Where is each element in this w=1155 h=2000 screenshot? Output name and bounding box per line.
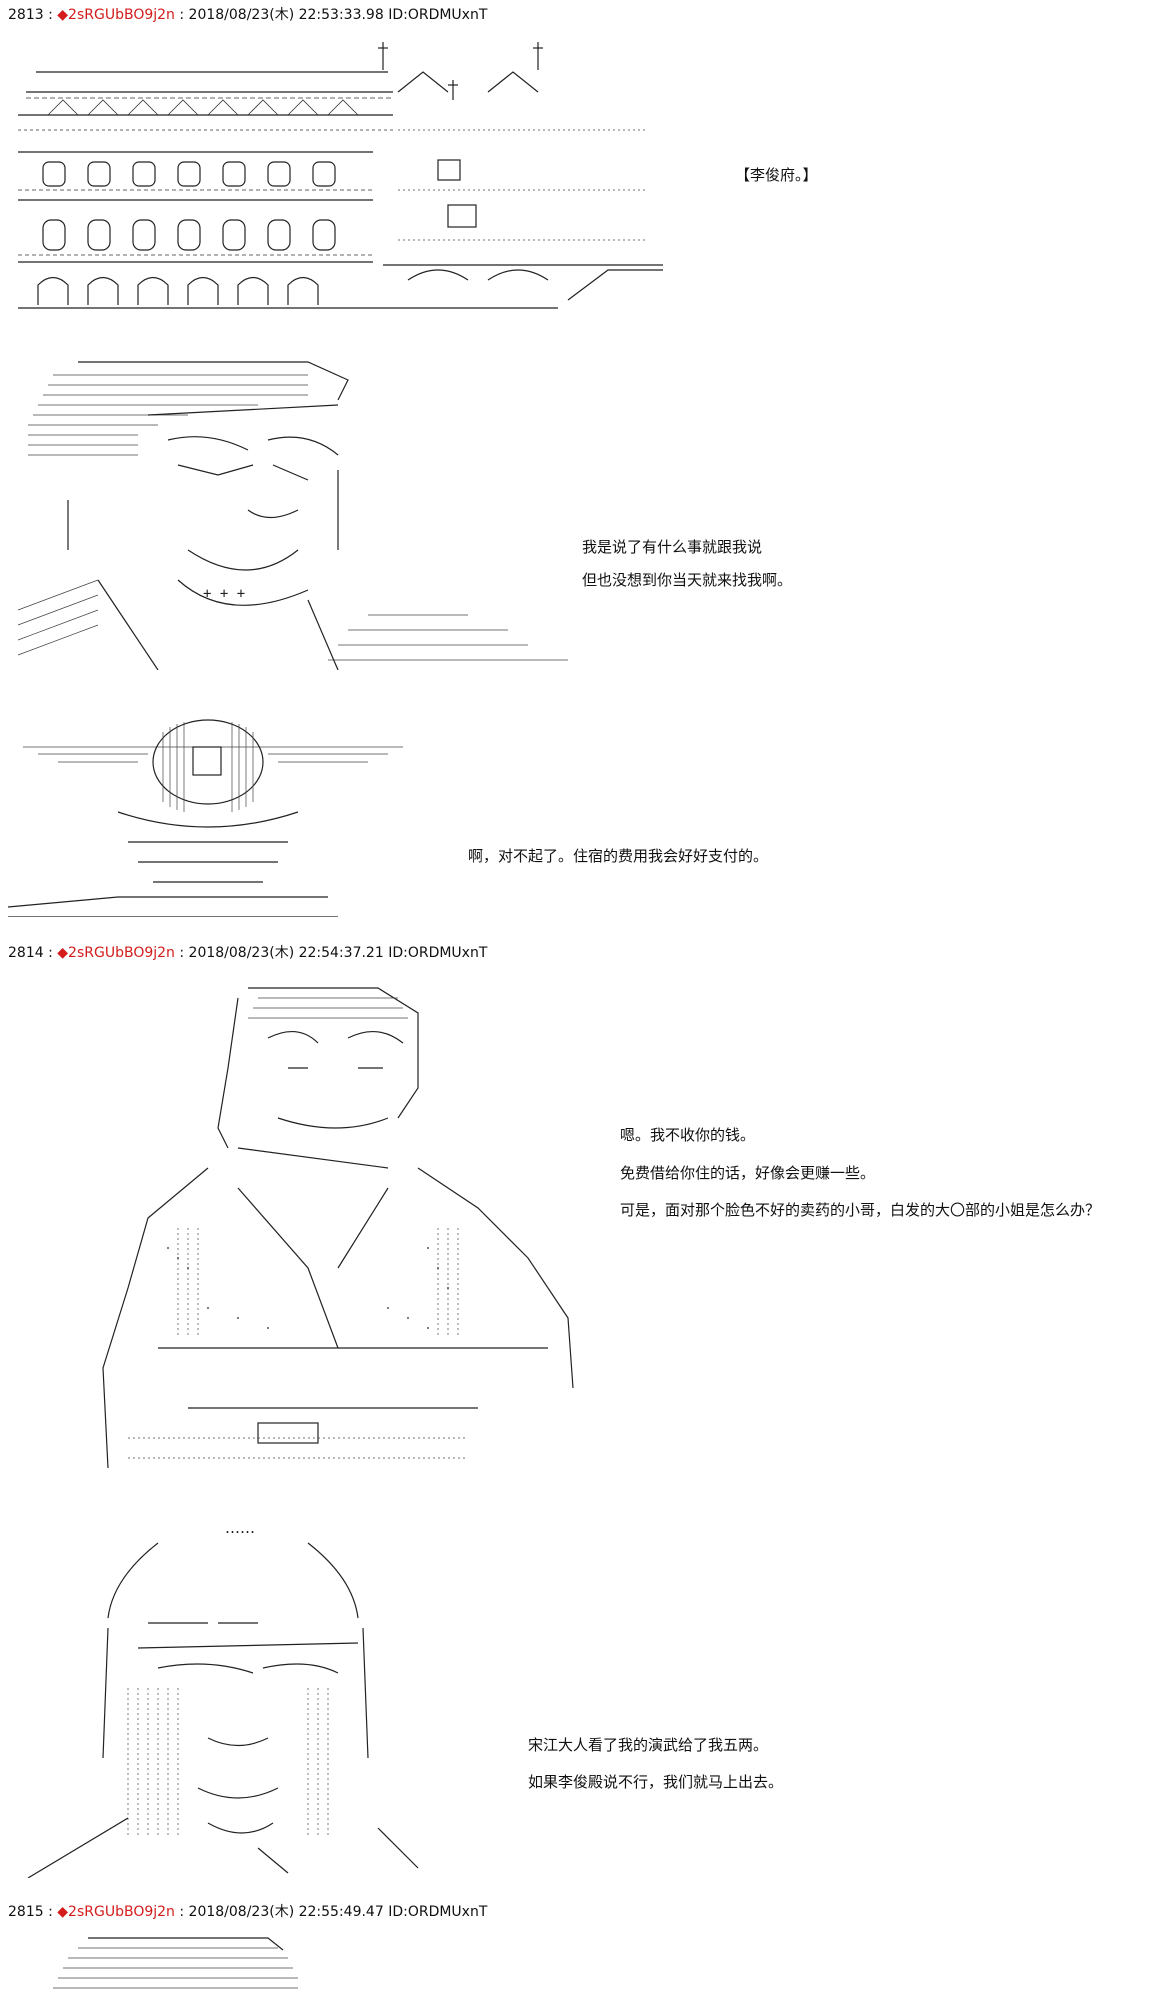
post-number: 2815 xyxy=(8,1904,44,1920)
post-header-2813: 2813 : ◆2sRGUbBO9j2n : 2018/08/23(木) 22:… xyxy=(8,6,487,24)
poster-id: ID:ORDMUxnT xyxy=(383,1904,488,1920)
ascii-art-bald-man xyxy=(8,1538,428,1878)
poster-tripcode[interactable]: 2sRGUbBO9j2n xyxy=(68,945,175,961)
poster-id: ID:ORDMUxnT xyxy=(383,945,488,961)
post-number: 2814 xyxy=(8,945,44,961)
ascii-art-hat-figure xyxy=(8,712,408,917)
ascii-art-man-with-cap: + + + xyxy=(8,350,578,670)
ascii-art-partial-figure xyxy=(8,1930,308,2000)
trip-diamond-icon: ◆ xyxy=(57,1904,69,1920)
post-number: 2813 xyxy=(8,7,44,23)
svg-text:+ + +: + + + xyxy=(203,586,245,602)
dialogue-line: 嗯。我不收你的钱。 xyxy=(620,1126,756,1144)
dialogue-line: 但也没想到你当天就来找我啊。 xyxy=(582,571,793,589)
dialogue-line: 免费借给你住的话，好像会更赚一些。 xyxy=(620,1164,876,1182)
ellipsis-line: …… xyxy=(225,1519,255,1537)
post-separator: : xyxy=(43,7,58,23)
trip-diamond-icon: ◆ xyxy=(57,7,69,23)
post-separator: : xyxy=(43,945,58,961)
ascii-art-large-man xyxy=(8,968,598,1480)
post-header-2814: 2814 : ◆2sRGUbBO9j2n : 2018/08/23(木) 22:… xyxy=(8,944,487,962)
post-date: : 2018/08/23(木) 22:55:49.47 xyxy=(174,1904,384,1920)
ascii-art-mansion xyxy=(8,30,668,315)
post-date: : 2018/08/23(木) 22:54:37.21 xyxy=(174,945,384,961)
dialogue-line: 可是，面对那个脸色不好的卖药的小哥，白发的大〇部的小姐是怎么办？ xyxy=(620,1201,1101,1219)
poster-id: ID:ORDMUxnT xyxy=(383,7,488,23)
post-date: : 2018/08/23(木) 22:53:33.98 xyxy=(174,7,384,23)
dialogue-line: 我是说了有什么事就跟我说 xyxy=(582,538,763,556)
dialogue-line: 如果李俊殿说不行，我们就马上出去。 xyxy=(528,1773,784,1791)
post-separator: : xyxy=(43,1904,58,1920)
poster-tripcode[interactable]: 2sRGUbBO9j2n xyxy=(68,1904,175,1920)
post-header-2815: 2815 : ◆2sRGUbBO9j2n : 2018/08/23(木) 22:… xyxy=(8,1903,487,1921)
dialogue-line: 啊，对不起了。住宿的费用我会好好支付的。 xyxy=(468,847,769,865)
trip-diamond-icon: ◆ xyxy=(57,945,69,961)
dialogue-line: 宋江大人看了我的演武给了我五两。 xyxy=(528,1736,769,1754)
poster-tripcode[interactable]: 2sRGUbBO9j2n xyxy=(68,7,175,23)
dialogue-line: 【李俊府。】 xyxy=(735,166,818,184)
